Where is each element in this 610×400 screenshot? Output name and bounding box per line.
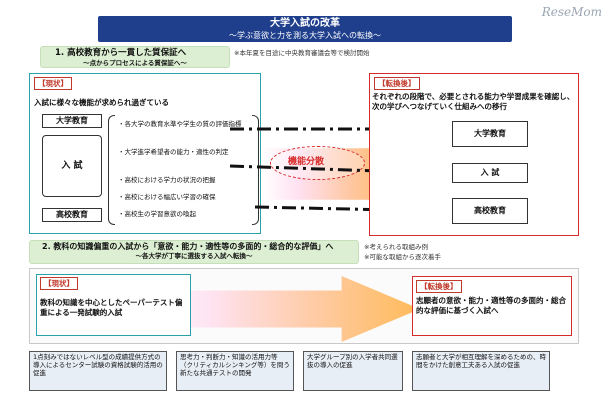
current-lead: 入試に様々な機能が求められ過ぎている <box>34 98 169 107</box>
function-split-ellipse <box>270 146 365 180</box>
section1-bar: 1. 高校教育から一貫した質保証へ ～点からプロセスによる質保証へ～ <box>40 46 230 68</box>
function-split-label: 機能分散 <box>288 157 325 167</box>
after2-text: 志願者の意欲・能力・適性等の多面的・総合的な評価に基づく入試へ <box>416 296 566 315</box>
after2-tag: 【転換後】 <box>416 280 462 294</box>
example-box-3: 大学グループ別の入学者共同選抜の導入の促進 <box>303 351 403 391</box>
current-bullet-4: ・高校における幅広い学習の確保 <box>118 193 216 201</box>
example-box-1: 1点刻みではないレベル型の成績提供方式の導入によるセンター試験の資格試験的活用の… <box>29 351 167 391</box>
example-box-4: 志願者と大学が相互理解を深めるための、時間をかけた創意工夫ある入試の促進 <box>412 351 550 391</box>
section2-note-1: ※考えられる取組み例 <box>364 243 428 251</box>
current-univ-box: 大学教育 <box>42 114 102 128</box>
example-box-2: 思考力・判断力・知識の活用力等（クリティカルシンキング等）を問う新たな共通テスト… <box>176 351 294 391</box>
page-subtitle: ～学ぶ意欲と力を測る大学入試への転換～ <box>229 30 381 40</box>
after-univ-box: 大学教育 <box>452 121 528 147</box>
after-hs-box: 高校教育 <box>452 198 528 224</box>
current-bullet-3: ・高校における学力の状況の把握 <box>118 176 216 184</box>
section1-note: ※本年夏を目途に中央教育審議会等で検討開始 <box>234 49 370 57</box>
after-tag: 【転換後】 <box>374 77 420 91</box>
after-lead: それぞれの段階で、必要とされる能力や学習成果を確認し、次の学びへつなげていく仕組… <box>372 92 575 111</box>
section1-heading: 1. 高校教育から一貫した質保証へ <box>55 48 187 58</box>
section2-bar: 2. 教科の知識偏重の入試から「意欲・能力・適性等の多面的・総合的な評価」へ ～… <box>29 240 359 264</box>
after-exam-box: 入 試 <box>452 163 528 183</box>
section2-subheading: ～各大学が丁寧に選抜する入試へ転換～ <box>135 252 253 260</box>
page-title-banner: 大学入試の改革 ～学ぶ意欲と力を測る大学入試への転換～ <box>98 16 512 42</box>
bracket-left <box>108 115 115 225</box>
page-title: 大学入試の改革 <box>270 18 340 29</box>
section2-heading: 2. 教科の知識偏重の入試から「意欲・能力・適性等の多面的・総合的な評価」へ <box>42 242 334 251</box>
current-bullet-5: ・高校生の学習意欲の喚起 <box>118 210 196 218</box>
section2-note-2: ※可能な取組から逐次着手 <box>364 253 441 261</box>
current-tag: 【現状】 <box>34 77 72 91</box>
current-bullet-2: ・大学進学希望者の能力・適性の判定 <box>118 148 229 156</box>
current-hs-box: 高校教育 <box>42 208 102 222</box>
current2-text: 教科の知識を中心としたペーパーテスト偏重による一発試験的入試 <box>40 298 183 317</box>
current2-tag: 【現状】 <box>40 277 78 291</box>
section1-subheading: ～点からプロセスによる質保証へ～ <box>83 58 187 67</box>
current-exam-box: 入 試 <box>42 135 102 197</box>
site-logo: ReseMom <box>541 5 602 19</box>
current-bullet-1: ・各大学の教育水準や学生の質の評価指標 <box>118 120 242 128</box>
